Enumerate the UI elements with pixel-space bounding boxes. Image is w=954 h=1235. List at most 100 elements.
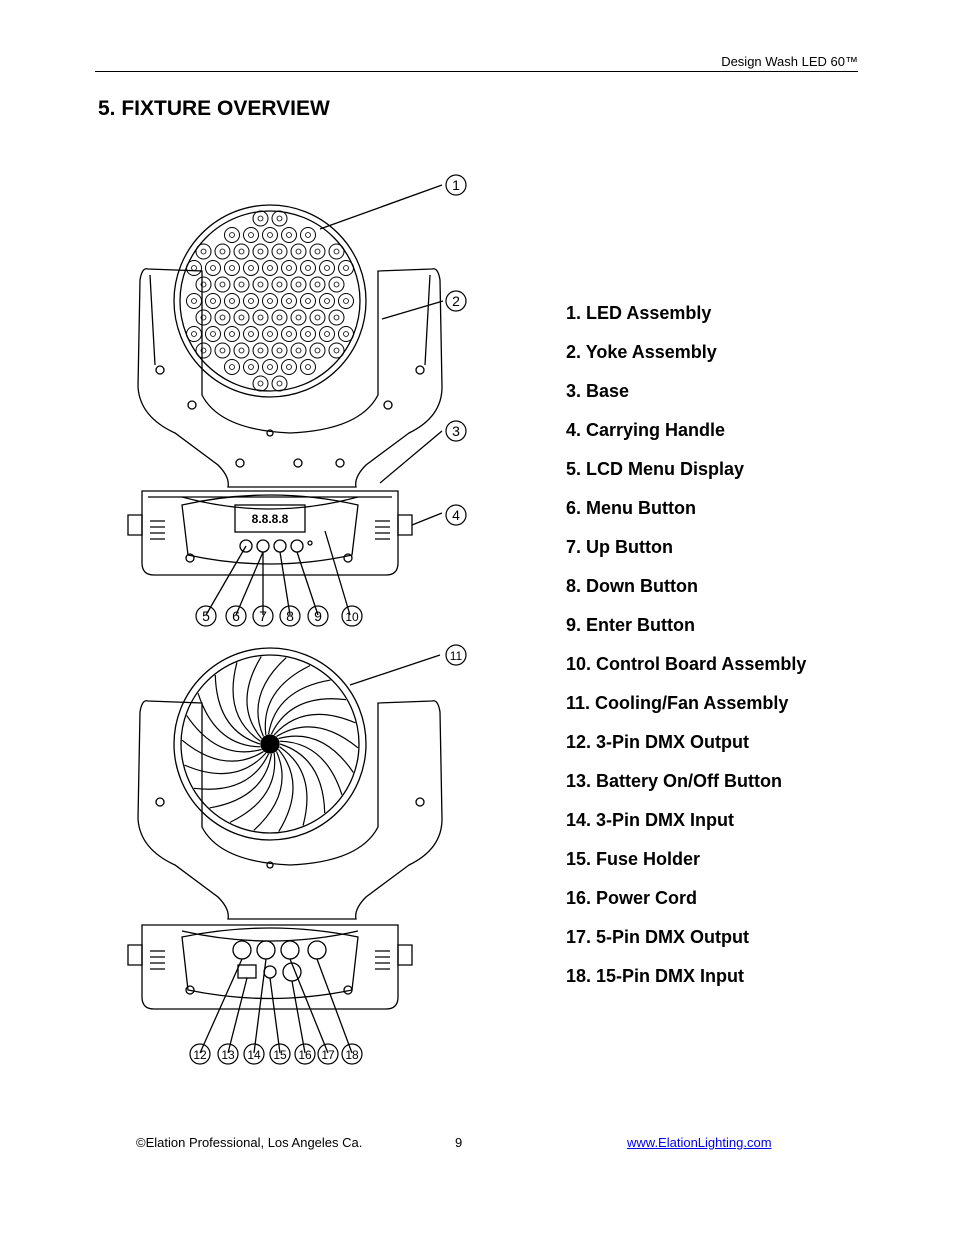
led-lens-center: [238, 281, 245, 288]
callout-number: 3: [452, 423, 460, 439]
callout-number: 2: [452, 293, 460, 309]
led-lens: [290, 276, 307, 293]
led-lens: [252, 276, 269, 293]
callout-number: 11: [450, 649, 463, 663]
led-lens: [195, 243, 212, 260]
led-lens: [319, 293, 335, 309]
led-lens: [243, 326, 259, 342]
legend-item: 17. 5-Pin DMX Output: [566, 927, 750, 947]
connector-panel: [181, 927, 359, 1000]
fixture-diagram: 8.8.8.8: [127, 174, 467, 1065]
led-lens: [271, 375, 288, 392]
led-lens-center: [229, 232, 235, 238]
led-lens-center: [305, 364, 311, 370]
led-lens-center: [191, 331, 197, 337]
led-lens: [319, 260, 335, 276]
led-lens: [195, 276, 212, 293]
legend-item: 14. 3-Pin DMX Input: [566, 810, 735, 830]
callout-circle: [341, 605, 363, 627]
fan-blade: [186, 715, 262, 753]
fan-blade: [184, 752, 267, 775]
led-lens: [309, 309, 326, 326]
page-number: 9: [455, 1135, 463, 1150]
led-lens-center: [229, 331, 235, 337]
back-yoke: [137, 700, 443, 920]
callout-number: 18: [345, 1048, 359, 1062]
legend-item: 1. LED Assembly: [566, 303, 712, 323]
website-link[interactable]: www.ElationLighting.com: [627, 1135, 772, 1150]
led-lens-center: [229, 298, 235, 304]
back-view: [127, 647, 443, 1010]
led-lens-center: [305, 331, 311, 337]
fan-blade: [257, 657, 287, 737]
control-panel-outline: [181, 494, 359, 565]
callout-circle: [294, 1043, 316, 1065]
enter-button: [290, 539, 304, 553]
led-lens-center: [286, 232, 292, 238]
legend-item: 5. LCD Menu Display: [566, 459, 745, 479]
led-lens-center: [257, 248, 264, 255]
callout-circle: [445, 644, 467, 666]
led-lens-center: [219, 281, 226, 288]
led-lens: [281, 326, 297, 342]
led-lens: [186, 326, 202, 342]
front-base: [141, 490, 399, 576]
led-lens-center: [333, 314, 340, 321]
led-lens: [300, 359, 316, 375]
led-lens: [262, 293, 278, 309]
led-lens-center: [200, 281, 207, 288]
led-lens: [300, 227, 316, 243]
led-lens-center: [200, 248, 207, 255]
led-lens: [195, 309, 212, 326]
legend-item: 16. Power Cord: [566, 888, 698, 908]
led-lens-center: [343, 265, 349, 271]
callout-number: 4: [452, 507, 460, 523]
fan-blade: [276, 726, 359, 749]
led-lens-center: [219, 248, 226, 255]
led-lens-center: [314, 248, 321, 255]
legend-item: 6. Menu Button: [566, 498, 696, 518]
callout-number: 14: [247, 1048, 261, 1062]
fan-blade: [264, 665, 311, 735]
led-lens-center: [343, 298, 349, 304]
led-lens-center: [276, 248, 283, 255]
legend-item: 9. Enter Button: [566, 615, 695, 635]
led-lens: [214, 309, 231, 326]
led-lens-center: [324, 298, 330, 304]
fan-blade: [270, 698, 347, 735]
led-lens: [271, 210, 288, 227]
fan-blade: [279, 746, 308, 826]
callout-number: 15: [273, 1048, 287, 1062]
led-lens: [300, 293, 316, 309]
led-lens: [224, 326, 240, 342]
led-assembly-ring: [173, 204, 367, 398]
callout-number: 1: [452, 177, 460, 193]
led-lens-center: [229, 364, 235, 370]
led-lens: [309, 276, 326, 293]
led-lens-center: [295, 281, 302, 288]
callout-circle: [445, 174, 467, 196]
led-lens-center: [238, 314, 245, 321]
fan-blade: [209, 753, 273, 809]
led-lens-center: [248, 364, 254, 370]
led-lens-center: [286, 265, 292, 271]
callout-number: 16: [298, 1048, 312, 1062]
led-lens: [224, 293, 240, 309]
header-rule: [95, 71, 858, 72]
led-lens: [233, 243, 250, 260]
fuse-holder: [263, 965, 277, 979]
led-lens-center: [286, 364, 292, 370]
led-lens-center: [333, 248, 340, 255]
led-lens-center: [248, 232, 254, 238]
led-lens: [281, 359, 297, 375]
dmx5-output: [280, 940, 300, 960]
callout-circle: [252, 605, 274, 627]
led-lens-center: [267, 265, 273, 271]
fan-blade: [273, 713, 356, 736]
led-lens-center: [295, 347, 302, 354]
led-lens: [186, 260, 202, 276]
callout-number: 9: [314, 608, 322, 624]
led-lens: [214, 243, 231, 260]
footer-copyright: ©Elation Professional, Los Angeles Ca.: [136, 1135, 363, 1150]
fan-blade: [267, 679, 331, 735]
